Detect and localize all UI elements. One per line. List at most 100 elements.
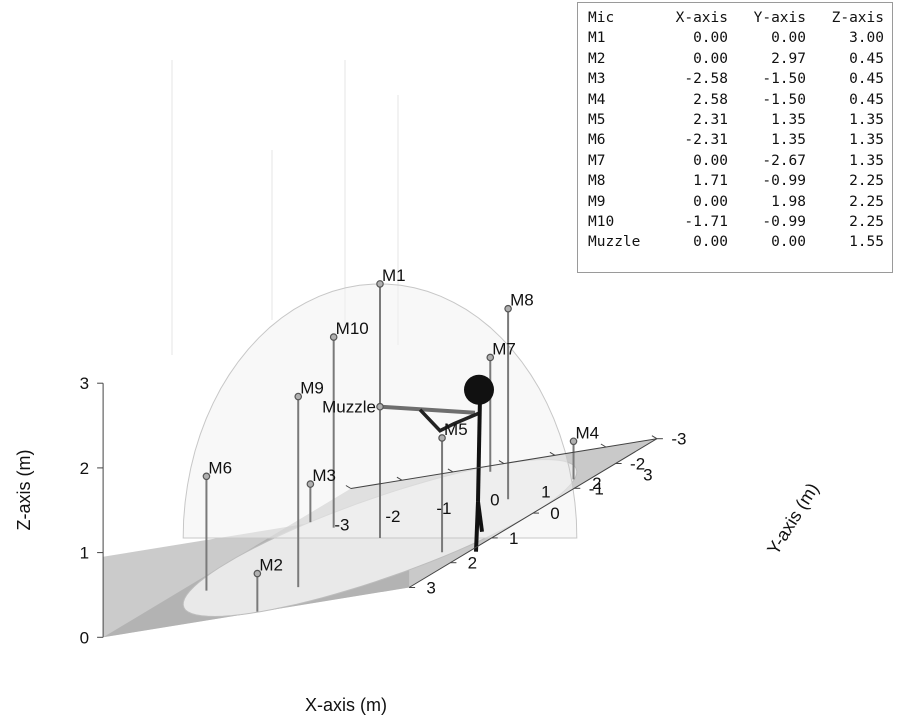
y-tick-label: -1 [589,479,604,498]
shooter-figure [379,374,494,552]
coordinate-cell: 0.45 [849,50,884,67]
x-tick-mark [600,443,607,448]
shooter-torso [476,396,482,502]
x-tick-label: -1 [436,499,451,518]
label-muzzle: Muzzle [322,398,376,417]
y-tick-label: -3 [671,430,686,449]
table-row: M9 0.00 1.98 2.25 [588,192,884,212]
coordinate-cell: 1.71 [693,173,728,190]
mic-name-cell: M6 [588,132,606,149]
coordinate-cell: -0.99 [762,214,806,231]
marker-m3 [306,480,315,488]
marker-m5 [438,434,446,442]
x-tick-mark [549,451,556,456]
coordinate-cell: 1.35 [849,152,884,169]
coordinate-cell: 0.00 [693,30,728,47]
rifle-barrel [379,404,476,415]
coordinate-cell: 1.35 [849,112,884,129]
coordinate-cell: -1.71 [684,214,728,231]
x-tick-label: -3 [334,516,349,535]
shooter-leg-right [476,501,484,532]
shooter-head [464,374,494,405]
microphone-stems [205,283,575,612]
coordinate-cell: 2.31 [693,112,728,129]
label-m5: M5 [444,420,468,439]
label-m4: M4 [576,423,600,442]
mic-name-cell: M7 [588,152,606,169]
coordinate-cell: 0.00 [693,50,728,67]
coordinate-cell: 1.35 [771,132,806,149]
coordinate-cell: -2.67 [762,152,806,169]
column-header-x-axis: X-axis [675,10,728,26]
mic-name-cell: M2 [588,50,606,67]
coordinate-cell: 0.00 [771,234,806,251]
mic-name-cell: M4 [588,91,606,108]
y-tick-label: 0 [550,504,559,523]
marker-m9 [294,392,303,401]
marker-m10 [329,333,338,341]
label-m2: M2 [259,556,283,575]
label-m1: M1 [382,266,406,285]
y-axis-title: Y-axis (m) [763,479,823,558]
column-header-z-axis: Z-axis [831,10,884,26]
column-header-mic: Mic [588,10,615,26]
label-m7: M7 [492,339,516,358]
coordinate-cell: 0.00 [771,30,806,47]
x-tick-label: 0 [490,491,499,510]
mic-name-cell: M10 [588,214,615,231]
coordinate-cell: -2.31 [684,132,728,149]
coordinate-cell: -2.58 [684,71,728,88]
coordinate-cell: 2.58 [693,91,728,108]
z-tick-label: 0 [80,628,89,647]
x-tick-label: 1 [541,482,550,501]
x-tick-mark [345,485,352,489]
label-m3: M3 [312,466,336,485]
table-header-row: Mic X-axis Y-axis Z-axis [588,8,884,28]
table-row: M7 0.00 -2.67 1.35 [588,151,884,171]
mic-name-cell: Muzzle [588,234,641,251]
y-tick-label: 2 [468,554,477,573]
shooter-arms [418,408,481,433]
y-tick-label: -2 [630,455,645,474]
y-tick-label: 1 [509,529,518,548]
mic-name-cell: M5 [588,112,606,129]
label-m9: M9 [300,379,324,398]
marker-m8 [504,304,512,313]
coordinate-cell: 0.00 [693,152,728,169]
x-axis-title: X-axis (m) [305,695,387,715]
x-tick-mark [651,435,658,440]
mic-name-cell: M9 [588,193,606,210]
y-tick-label: 3 [426,579,435,598]
label-m8: M8 [510,291,534,310]
label-m10: M10 [336,319,369,338]
coordinate-cell: 1.55 [849,234,884,251]
label-m6: M6 [208,458,232,477]
coordinate-cell: 3.00 [849,30,884,47]
coordinate-cell: 0.00 [693,193,728,210]
table-row: M5 2.31 1.35 1.35 [588,110,884,130]
coordinate-cell: 1.35 [771,112,806,129]
marker-m1 [376,280,384,288]
marker-m6 [202,472,211,481]
x-tick-mark [396,476,403,481]
z-tick-label: 3 [80,374,89,393]
column-header-y-axis: Y-axis [753,10,806,26]
x-tick-mark [447,468,454,473]
coordinate-cell: 1.98 [771,193,806,210]
z-axis-title: Z-axis (m) [14,450,34,531]
coordinate-cell: 2.25 [849,193,884,210]
coordinate-cell: 0.45 [849,91,884,108]
marker-muzzle [376,402,384,411]
